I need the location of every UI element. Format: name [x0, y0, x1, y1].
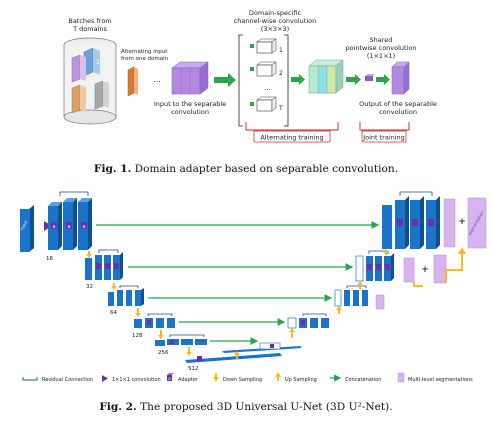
domain-batch-purple — [71, 54, 86, 83]
seg-output-level-2 — [403, 257, 415, 283]
alternating-label-line1: Alternating input — [121, 49, 168, 55]
channels-512: 512 — [188, 366, 199, 372]
batches-label-line1: Batches from — [68, 17, 111, 25]
arrow-to-pointwise — [346, 74, 361, 85]
svg-text:+: + — [458, 217, 466, 227]
output-label-line1: Output of the separable — [359, 100, 437, 108]
channels-16: 16 — [46, 256, 53, 262]
upsampling-arrows — [234, 249, 389, 359]
alternating-training-box: Alternating training — [245, 122, 339, 143]
figure1-caption-text: Domain adapter based on separable convol… — [131, 163, 398, 175]
downsampling-arrows — [86, 251, 192, 356]
depthwise-title-line1: Domain-specific — [249, 9, 302, 17]
figure-2: input a a a 16 — [19, 191, 487, 413]
legend-concat-label: Concatenation — [345, 377, 381, 383]
figure2-caption: Fig. 2. The proposed 3D Universal U-Net … — [99, 401, 392, 413]
channels-256: 256 — [158, 350, 169, 356]
residual-connection-l1 — [59, 191, 89, 196]
depthwise-kernel-1 — [250, 38, 277, 54]
decoder-level-2: + — [355, 250, 447, 284]
ellipsis-label: ... — [153, 75, 161, 84]
legend-conv-label: 1×1×1 convolution — [112, 377, 161, 383]
joint-training-label: Joint training — [362, 134, 405, 142]
svg-text:a: a — [168, 376, 171, 381]
svg-text:input: input — [19, 219, 29, 231]
kernel-index-2: 2 — [279, 70, 283, 77]
joint-training-box: Joint training — [359, 122, 410, 143]
seg-output-level-3 — [375, 294, 385, 310]
depthwise-title-line2: channel-wise convolution — [234, 17, 317, 25]
domain-batch-gray — [94, 80, 109, 110]
encoder-level-2: 32 — [85, 249, 123, 290]
depthwise-kernel-2 — [250, 61, 277, 77]
arrow-to-output — [376, 74, 390, 85]
encoder-level-5: 256 — [155, 334, 207, 356]
kernel-index-T: T — [278, 105, 283, 112]
depthwise-bracket — [238, 34, 243, 127]
seg-output-level-2-sum — [433, 254, 447, 284]
output-label-line2: convolution — [379, 108, 417, 116]
depthwise-title-line3: (3×3×3) — [261, 25, 289, 33]
figure2-caption-text: The proposed 3D Universal U-Net (3D U²-N… — [137, 401, 393, 413]
pointwise-title-line1: Shared — [370, 36, 393, 44]
legend-conv-icon — [102, 375, 108, 382]
batches-label-line2: T domains — [72, 25, 107, 33]
pointwise-kernel — [365, 74, 375, 81]
decoder-level-5 — [222, 342, 302, 353]
figure1-caption-label: Fig. 1. — [94, 163, 131, 175]
input-label-line2: convolution — [171, 108, 209, 116]
legend-multi-label: Multi-level segmentations — [408, 377, 473, 383]
kernel-index-1: 1 — [279, 47, 283, 54]
arrow-to-depthwise — [214, 73, 236, 87]
concatenation-arrows — [96, 221, 380, 345]
adapter-a: a — [52, 224, 55, 230]
bottleneck-level: 512 — [185, 353, 282, 372]
legend-adapter-icon: a — [167, 373, 174, 381]
encoder-level-3: 64 — [108, 285, 144, 316]
figure2-legend: Residual Connection 1×1×1 convolution a … — [22, 372, 473, 383]
alternating-label-line2: from one domain — [121, 56, 169, 62]
channels-128: 128 — [132, 333, 143, 339]
figure-1: Batches from T domains — [63, 9, 437, 175]
pointwise-title-line3: (1×1×1) — [367, 52, 395, 60]
alternating-input-slab — [127, 66, 138, 97]
figure1-caption: Fig. 1. Domain adapter based on separabl… — [94, 163, 398, 175]
figure2-caption-label: Fig. 2. — [99, 401, 136, 413]
input-feature-cube — [171, 61, 209, 95]
svg-text:+: + — [421, 265, 429, 275]
channels-64: 64 — [110, 310, 117, 316]
final-segmentation — [467, 197, 487, 249]
legend-upsample-icon — [275, 372, 281, 381]
channels-32: 32 — [86, 284, 93, 290]
upsample-seg-arrow — [455, 252, 463, 271]
legend-multi-icon — [397, 372, 405, 383]
pointwise-title-line2: pointwise convolution — [345, 44, 416, 52]
seg-output-level-1 — [443, 198, 456, 248]
batches-cylinder: 2 — [63, 37, 117, 125]
legend-adapter-label: Adapter — [178, 377, 199, 383]
decoder-level-4 — [287, 313, 329, 329]
output-feature-cube — [391, 61, 410, 95]
legend-residual-label: Residual Connection — [42, 377, 93, 383]
legend-downsample-icon — [213, 373, 219, 382]
encoder-level-4: 128 — [132, 313, 175, 339]
arrow-to-intermediate — [291, 74, 305, 85]
input-label-line1: Input to the separable — [154, 100, 226, 108]
legend-residual-icon — [22, 377, 38, 381]
decoder-level-3 — [334, 285, 385, 310]
kernel-ellipsis: ... — [264, 84, 271, 92]
depthwise-kernel-T — [250, 96, 277, 112]
domain-batch-orange — [71, 84, 86, 114]
batch-number-2: 2 — [96, 59, 100, 66]
legend-upsample-label: Up Sampling — [285, 377, 317, 383]
legend-downsample-label: Down Sampling — [223, 377, 262, 383]
svg-text:a: a — [82, 224, 85, 230]
encoder-level-1: input a a a 16 — [19, 191, 92, 262]
intermediate-feature-cube — [308, 59, 344, 94]
decoder-level-1: + segmentation — [382, 191, 487, 249]
svg-text:a: a — [67, 224, 70, 230]
alternating-training-label: Alternating training — [260, 134, 323, 142]
